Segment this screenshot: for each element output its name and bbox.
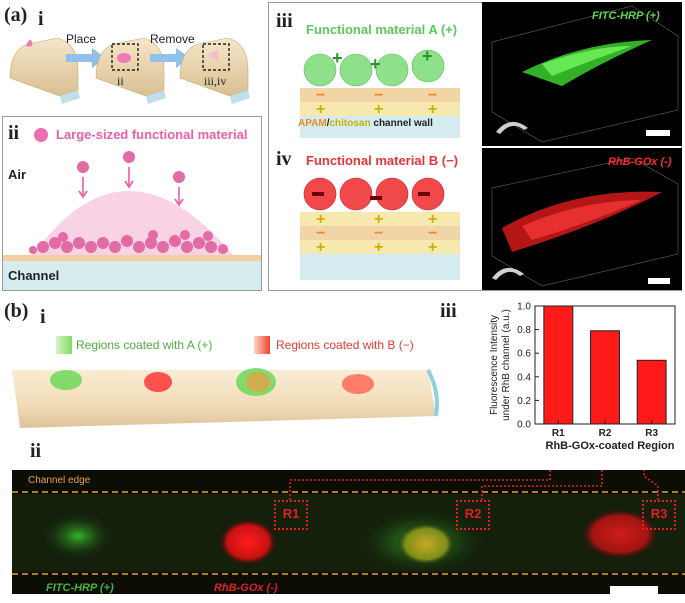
region-r2-label: R2 (464, 506, 482, 521)
svg-text:+: + (374, 211, 383, 228)
panel-a-iv-title: Functional material B (−) (306, 153, 459, 168)
bar-r1 (543, 305, 574, 425)
half-tube-3 (179, 37, 250, 104)
y-tick-label: 1.0 (517, 302, 531, 313)
rhb-gox-image-label: RhB-GOx (-) (608, 156, 672, 168)
svg-text:+: + (370, 54, 381, 74)
region-r2-box (456, 500, 490, 530)
panel-a-iv-label: iv (276, 148, 292, 170)
y-axis-title: Fluorescence Intensity under RhB channel… (489, 309, 512, 421)
channel-wall-caption: APAM/chitosan channel wall (298, 118, 433, 129)
svg-text:+: + (428, 211, 437, 228)
region-r3-label: R3 (650, 506, 668, 521)
svg-text:+: + (428, 101, 437, 118)
coated-tube-schematic (12, 368, 439, 428)
rhb-gox-3d-image (482, 148, 682, 290)
y-tick-label: 0.8 (517, 325, 531, 336)
panel-a-i-schematic (9, 37, 250, 104)
half-tube-2 (95, 37, 166, 104)
panel-a-letter: (a) (4, 4, 28, 26)
place-arrow-icon (66, 48, 106, 68)
svg-text:+: + (374, 101, 383, 118)
x-tick-label: R1 (552, 428, 565, 439)
channel-label: Channel (8, 268, 60, 283)
legend-b-label: Regions coated with B (−) (276, 338, 414, 352)
y-tick-label: 0.2 (517, 396, 531, 407)
panel-b-letter: (b) (4, 300, 29, 322)
panel-a-ii-label: ii (8, 122, 20, 144)
dashed-box-ii (111, 43, 139, 71)
panel-a-iv-schematic: + + + + + + − − − (300, 177, 460, 280)
x-axis-title: RhB-GOx-coated Region (545, 440, 675, 452)
bar-r2 (590, 330, 620, 425)
svg-text:+: + (316, 101, 325, 118)
panel-a-iii-label: iii (276, 10, 293, 32)
svg-text:−: − (316, 87, 325, 104)
svg-text:+: + (422, 46, 433, 66)
step-remove-label: Remove (150, 32, 195, 46)
region-r3-box (642, 500, 676, 530)
panel-a-ii-box (2, 116, 262, 291)
panel-a-i-label: i (38, 8, 44, 30)
y-tick-label: 0.6 (517, 349, 531, 360)
legend-a-label: Regions coated with A (+) (76, 338, 213, 352)
rhb-intensity-bar-chart: 0.0 0.2 0.4 0.6 0.8 1.0R1 R2 R3 (517, 302, 676, 439)
channel-edge-label: Channel edge (28, 475, 91, 486)
panel-a-iii-title: Functional material A (+) (306, 22, 458, 37)
legend-b-swatch (254, 336, 270, 354)
x-tick-label: R3 (645, 428, 658, 439)
scale-bar (610, 586, 658, 594)
svg-text:−: − (428, 225, 437, 242)
fitc-hrp-3d-image (482, 2, 682, 146)
droplet-icon (26, 39, 33, 47)
channel-region (3, 261, 261, 290)
apam-label: APAM (298, 118, 327, 129)
scale-bar (648, 278, 670, 284)
panel-a-ii-title: Large-sized functional material (56, 127, 248, 142)
panel-a-iii-iv-box (268, 2, 682, 291)
dashed-box-iii-iv (202, 43, 230, 71)
half-tube-1 (9, 37, 80, 104)
particle-icon (34, 128, 48, 142)
bar-r3 (636, 359, 667, 425)
deposited-particles (29, 230, 228, 254)
y-tick-label: 0.0 (517, 420, 531, 431)
fitc-hrp-caption: FITC-HRP (+) (46, 582, 114, 594)
rhb-gox-caption: RhB-GOx (-) (214, 582, 278, 594)
panel-a-ii-schematic (3, 128, 261, 290)
sub-label-ii: ii (117, 74, 124, 88)
fluorescence-channel-image (12, 460, 685, 594)
panel-b-ii-label: ii (30, 440, 42, 462)
svg-text:−: − (374, 225, 383, 242)
svg-text:+: + (374, 239, 383, 256)
sub-label-iii-iv: iii,iv (204, 74, 227, 88)
panel-a-iii-schematic: + + + − − − + + + (300, 46, 460, 138)
y-tick-label: 0.4 (517, 372, 531, 383)
svg-text:−: − (428, 87, 437, 104)
svg-text:+: + (332, 48, 343, 68)
air-label: Air (8, 167, 27, 182)
svg-text:−: − (374, 87, 383, 104)
legend-a-swatch (56, 336, 72, 354)
chitosan-label: chitosan (329, 118, 371, 129)
step-place-label: Place (66, 32, 97, 46)
svg-text:+: + (316, 211, 325, 228)
fitc-hrp-image-label: FITC-HRP (+) (592, 10, 660, 22)
remove-arrow-icon (150, 48, 190, 68)
scale-bar (646, 130, 670, 136)
panel-b-iii-label: iii (440, 300, 457, 322)
svg-text:+: + (428, 239, 437, 256)
region-r1-box (274, 500, 308, 530)
svg-text:−: − (316, 225, 325, 242)
panel-b-i-label: i (40, 306, 46, 328)
region-r1-label: R1 (282, 506, 300, 521)
x-tick-label: R2 (599, 428, 612, 439)
svg-text:+: + (316, 239, 325, 256)
